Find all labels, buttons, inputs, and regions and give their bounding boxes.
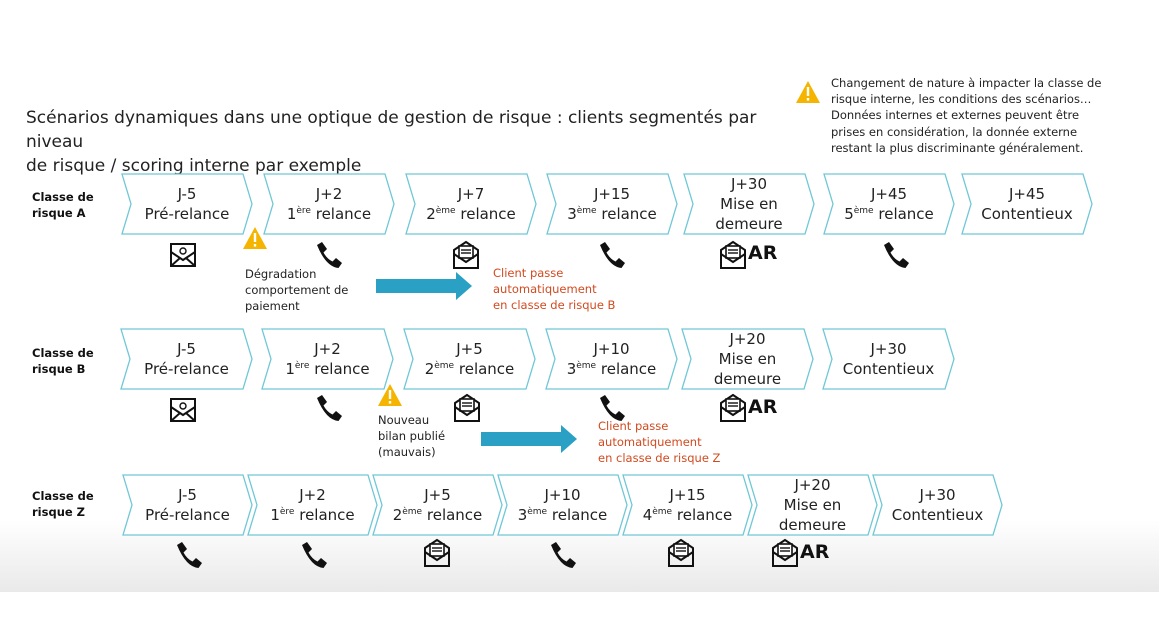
- email-icon: [168, 395, 198, 425]
- row-label-b: Classe de risque B: [32, 346, 94, 376]
- phone-icon: [173, 540, 203, 570]
- phone-icon: [313, 240, 343, 270]
- warning-icon: [377, 383, 403, 407]
- letter-icon: [666, 538, 696, 568]
- warning-icon: [242, 226, 268, 250]
- row-label-a: Classe de risque A: [32, 190, 94, 220]
- letter-icon: [452, 393, 482, 423]
- background-bottom: [0, 592, 1159, 644]
- ar-label: AR: [800, 541, 830, 563]
- phone-icon: [547, 540, 577, 570]
- phone-icon: [880, 240, 910, 270]
- phone-icon: [596, 393, 626, 423]
- letter-ar-icon: [718, 393, 748, 423]
- letter-icon: [422, 538, 452, 568]
- phone-icon: [596, 240, 626, 270]
- page-title: Scénarios dynamiques dans une optique de…: [26, 108, 757, 176]
- ar-label: AR: [748, 396, 778, 418]
- warning-icon: [795, 80, 821, 104]
- transition-arrow: [376, 272, 472, 300]
- note-text: Changement de nature à impacter la class…: [831, 76, 1102, 155]
- letter-icon: [451, 240, 481, 270]
- transition-arrow: [481, 425, 577, 453]
- email-icon: [168, 240, 198, 270]
- ar-label: AR: [748, 242, 778, 264]
- row-label-z: Classe de risque Z: [32, 489, 94, 519]
- phone-icon: [313, 393, 343, 423]
- letter-ar-icon: [770, 538, 800, 568]
- letter-ar-icon: [718, 240, 748, 270]
- phone-icon: [298, 540, 328, 570]
